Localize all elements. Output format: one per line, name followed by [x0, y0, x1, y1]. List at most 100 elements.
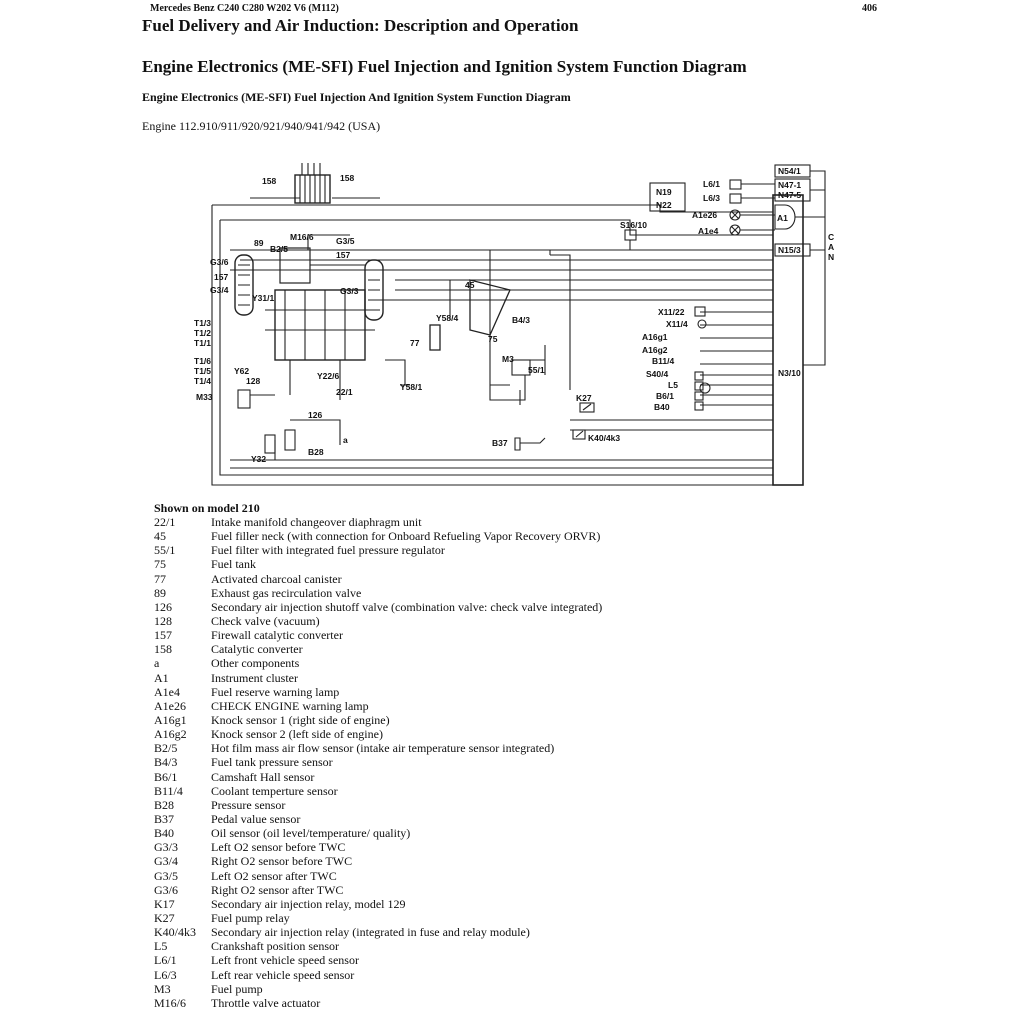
- legend-item: L6/1 Left front vehicle speed sensor: [154, 953, 602, 967]
- label-t1-1: T1/1: [194, 338, 211, 348]
- label-m16-6: M16/6: [290, 232, 314, 242]
- label-t1-2: T1/2: [194, 328, 211, 338]
- label-n22: N22: [656, 200, 672, 210]
- label-m33: M33: [196, 392, 213, 402]
- legend-description: Exhaust gas recirculation valve: [211, 585, 362, 600]
- label-g3-3: G3/3: [340, 286, 359, 296]
- legend-code: 77: [154, 571, 166, 586]
- label-n3-10: N3/10: [778, 368, 801, 378]
- label-m3: M3: [502, 354, 514, 364]
- legend-description: Left O2 sensor before TWC: [211, 840, 346, 855]
- legend-description: Right O2 sensor before TWC: [211, 854, 353, 869]
- label-g3-6: G3/6: [210, 257, 229, 267]
- legend-code: L6/1: [154, 953, 177, 968]
- legend-item: G3/4 Right O2 sensor before TWC: [154, 854, 602, 868]
- legend-description: Secondary air injection relay, model 129: [211, 896, 406, 911]
- legend-code: G3/4: [154, 854, 178, 869]
- legend-code: G3/3: [154, 840, 178, 855]
- legend-description: Check valve (vacuum): [211, 613, 320, 628]
- legend-item: B40 Oil sensor (oil level/temperature/ qu…: [154, 826, 602, 840]
- legend-code: A1e4: [154, 684, 180, 699]
- legend-description: Coolant temperture sensor: [211, 783, 338, 798]
- legend-code: 45: [154, 529, 166, 544]
- legend-code: G3/6: [154, 882, 178, 897]
- label-158-left: 158: [262, 176, 276, 186]
- legend-description: Left front vehicle speed sensor: [211, 953, 359, 968]
- legend-code: B6/1: [154, 769, 178, 784]
- legend-code: A1: [154, 670, 169, 685]
- label-n47-5: N47-5: [778, 190, 801, 200]
- legend-description: Fuel tank pressure sensor: [211, 755, 333, 770]
- legend-code: a: [154, 656, 160, 671]
- section-title: Engine Electronics (ME-SFI) Fuel Injecti…: [142, 57, 747, 76]
- page-number: 406: [862, 3, 877, 14]
- legend-description: Instrument cluster: [211, 670, 298, 685]
- function-diagram-svg: 158 158 M16/6 89 B2/5 G3/5 157 G3/6 157 …: [194, 163, 834, 486]
- legend-code: B11/4: [154, 783, 183, 798]
- label-b37: B37: [492, 438, 508, 448]
- legend-code: K40/4k3: [154, 925, 196, 940]
- label-t1-4: T1/4: [194, 376, 211, 386]
- legend-item: 89 Exhaust gas recirculation valve: [154, 586, 602, 600]
- legend-description: Catalytic converter: [211, 642, 303, 657]
- legend-description: Secondary air injection shutoff valve (c…: [211, 599, 603, 614]
- legend-code: M16/6: [154, 995, 187, 1010]
- legend-item: 75 Fuel tank: [154, 557, 602, 571]
- label-a16g2: A16g2: [642, 345, 668, 355]
- legend-item: A1 Instrument cluster: [154, 671, 602, 685]
- label-y58-4: Y58/4: [436, 313, 458, 323]
- firewall-converter-157: [234, 254, 254, 316]
- catalytic-converter-158: [294, 174, 331, 204]
- label-a1e26: A1e26: [692, 210, 717, 220]
- label-t1-6: T1/6: [194, 356, 211, 366]
- legend-code: 75: [154, 557, 166, 572]
- label-157-right: 157: [336, 250, 350, 260]
- label-b11-4: B11/4: [652, 356, 674, 366]
- legend-description: Left O2 sensor after TWC: [211, 868, 337, 883]
- legend-code: A1e26: [154, 698, 186, 713]
- label-n47-1: N47-1: [778, 180, 801, 190]
- label-n15-3: N15/3: [778, 245, 801, 255]
- legend-code: M3: [154, 981, 171, 996]
- label-l6-1: L6/1: [703, 179, 720, 189]
- legend-code: 22/1: [154, 515, 176, 529]
- harness-line: [212, 204, 773, 213]
- label-128: 128: [246, 376, 260, 386]
- legend-code: B2/5: [154, 741, 178, 756]
- legend-description: Oil sensor (oil level/temperature/ quali…: [211, 826, 411, 841]
- label-y32: Y32: [251, 454, 266, 464]
- label-b40: B40: [654, 402, 670, 412]
- legend-code: B40: [154, 826, 175, 841]
- legend-code: 158: [154, 642, 172, 657]
- legend-code: 55/1: [154, 543, 176, 558]
- label-b28: B28: [308, 447, 324, 457]
- legend-item: G3/3 Left O2 sensor before TWC: [154, 840, 602, 854]
- label-can-a: A: [828, 242, 834, 252]
- label-k27: K27: [576, 393, 592, 403]
- label-x11-22: X11/22: [658, 307, 685, 317]
- label-a16g1: A16g1: [642, 332, 668, 342]
- label-t1-3: T1/3: [194, 318, 211, 328]
- legend-description: Activated charcoal canister: [211, 571, 342, 586]
- legend-description: Intake manifold changeover diaphragm uni…: [211, 515, 422, 529]
- legend-code: A16g1: [154, 712, 187, 727]
- legend-description: Fuel tank: [211, 557, 256, 572]
- label-s40-4: S40/4: [646, 369, 668, 379]
- legend-description: Right O2 sensor after TWC: [211, 882, 344, 897]
- legend-item: B11/4 Coolant temperture sensor: [154, 784, 602, 798]
- label-75: 75: [488, 334, 498, 344]
- legend-description: Left rear vehicle speed sensor: [211, 967, 355, 982]
- label-b4-3: B4/3: [512, 315, 530, 325]
- label-a1e4: A1e4: [698, 226, 719, 236]
- legend-item: 77 Activated charcoal canister: [154, 572, 602, 586]
- legend-code: B4/3: [154, 755, 178, 770]
- legend-code: 89: [154, 585, 166, 600]
- legend-code: 157: [154, 628, 172, 643]
